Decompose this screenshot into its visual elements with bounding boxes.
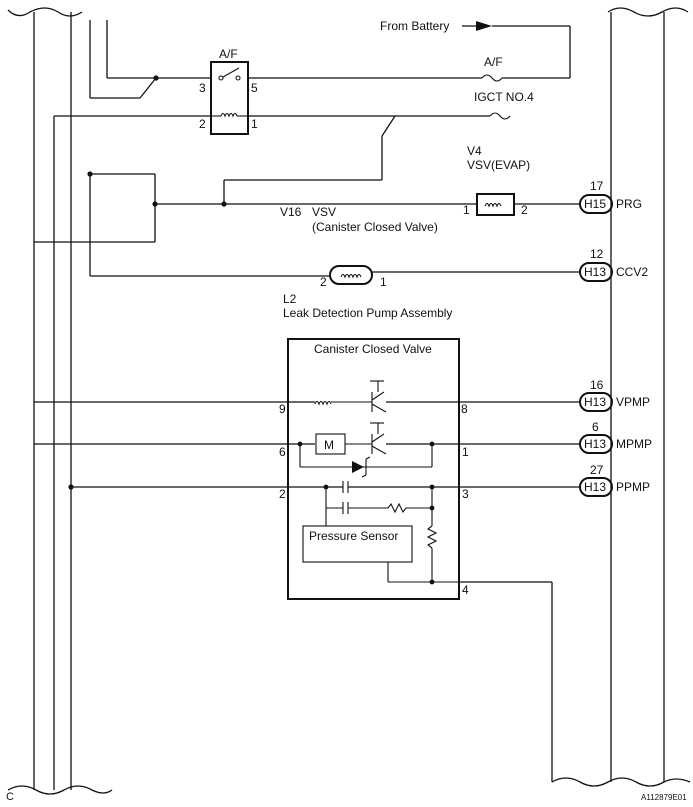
af-fuse: A/F [248,55,570,82]
pump-pin-3: 3 [462,487,469,501]
ecu-terminal-vpmp: 16 H13 VPMP [579,378,650,412]
pressure-sensor-label: Pressure Sensor [309,529,398,543]
ecu-conn-vpmp: H13 [584,395,606,409]
ecu-signal-mpmp: MPMP [616,437,652,451]
pump-pin-4: 4 [462,583,469,597]
pump-pin-2: 2 [279,487,286,501]
pump-box-title: Canister Closed Valve [314,342,432,356]
relay-pin-3: 3 [199,81,206,95]
prg-line: 1 2 [34,171,580,277]
motor-label: M [324,438,334,452]
ecu-conn-mpmp: H13 [584,437,606,451]
igct-fuse-label: IGCT NO.4 [474,90,534,104]
af-relay: A/F 3 5 2 1 [199,47,258,135]
vsv-evap-ref: V4 [467,144,482,158]
ecu-pin-ccv2: 12 [590,247,604,261]
pump-pin-6: 6 [279,445,286,459]
ecu-pin-mpmp: 6 [592,420,599,434]
vsv-ccv-labels: V16 VSV (Canister Closed Valve) [280,205,438,234]
igct-fuse: IGCT NO.4 [223,90,534,204]
ecu-conn-ppmp: H13 [584,480,606,494]
vsv-ccv-desc: (Canister Closed Valve) [312,220,438,234]
ecu-terminal-prg: 17 H15 PRG [579,179,642,214]
pump-pin-9: 9 [279,402,286,416]
vsv-ccv-name: VSV [312,205,336,219]
figure-id: A112879E01 [641,793,687,802]
vsv-ccv-ref: V16 [280,205,302,219]
ecu-signal-prg: PRG [616,197,642,211]
ecu-conn-ccv2: H13 [584,265,606,279]
vsv-evap-pin-left: 1 [463,203,470,217]
relay-title: A/F [219,47,238,61]
ecu-signal-ccv2: CCV2 [616,265,648,279]
pump-pin-1: 1 [462,445,469,459]
pump-ref: L2 [283,292,297,306]
battery-arrow-icon [462,21,571,78]
ecu-signal-vpmp: VPMP [616,395,650,409]
relay-pin-2: 2 [199,117,206,131]
ecu-conn-prg: H15 [584,197,606,211]
ecu-signal-ppmp: PPMP [616,480,650,494]
ccv2-line: 2 1 [320,265,580,289]
af-fuse-label: A/F [484,55,503,69]
pump-pin-8: 8 [461,402,468,416]
pump-name: Leak Detection Pump Assembly [283,306,452,320]
ecu-pin-ppmp: 27 [590,463,604,477]
relay-pin-1: 1 [251,117,258,131]
battery-label: From Battery [380,19,449,33]
vsv-evap-pin-right: 2 [521,203,528,217]
leak-detection-pump-box: Canister Closed Valve 9 8 M 6 1 [34,338,580,782]
relay-pin-5: 5 [251,81,258,95]
ecu-pin-vpmp: 16 [590,378,604,392]
left-harness-band [7,7,113,795]
vsv-evap-name: VSV(EVAP) [467,158,530,172]
ecu-terminal-ccv2: 12 H13 CCV2 [579,247,648,282]
ecu-pin-prg: 17 [590,179,604,193]
vsv-ccv-pin-left: 2 [320,275,327,289]
ecu-terminal-ppmp: 27 H13 PPMP [579,463,650,497]
corner-label: C [6,791,14,803]
vsv-ccv-pin-right: 1 [380,275,387,289]
left-feed-lines [53,20,210,790]
ecu-terminal-mpmp: 6 H13 MPMP [579,420,652,454]
